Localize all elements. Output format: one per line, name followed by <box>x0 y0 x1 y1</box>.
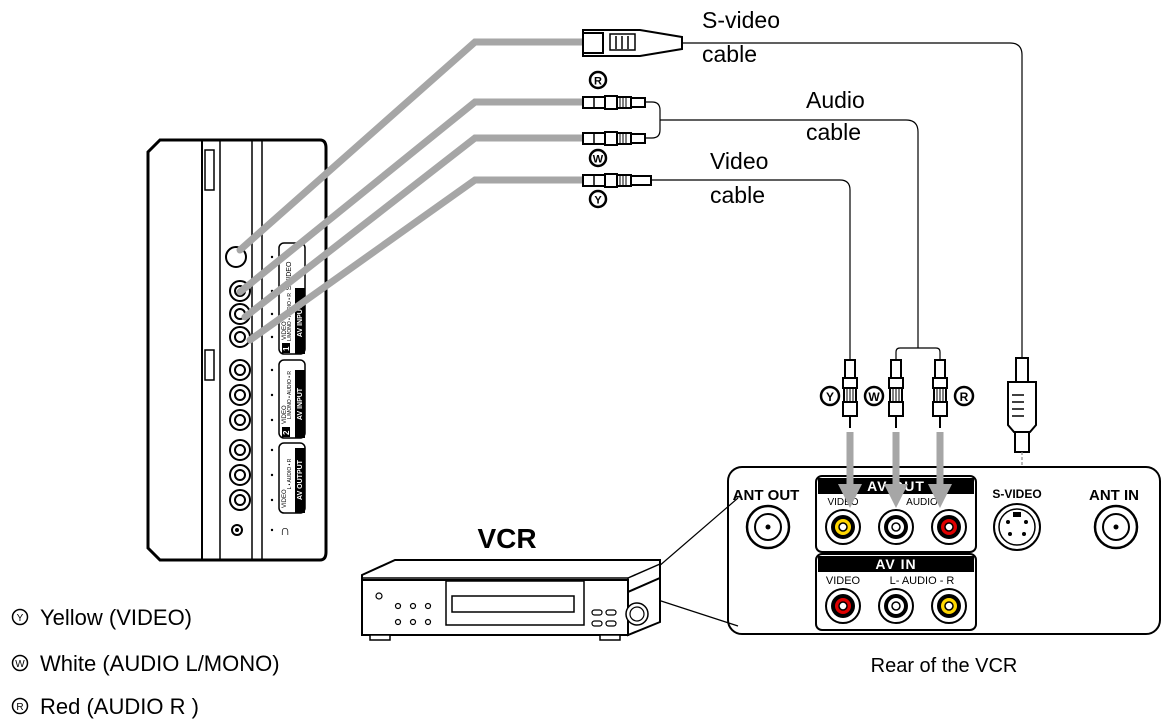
svg-text:R: R <box>960 390 969 404</box>
tv-input2-video-label: VIDEO <box>282 405 288 424</box>
tv-av-output-jacks <box>229 439 251 511</box>
connection-arrows <box>838 432 952 508</box>
svideo-plug-bottom <box>1007 357 1037 488</box>
vcr-front: VCR <box>361 497 739 641</box>
legend-marker-white <box>11 654 29 672</box>
av-out-jacks <box>825 509 967 545</box>
thin-cables <box>645 42 1023 360</box>
svg-text:Y: Y <box>17 613 24 624</box>
av-in-title: AV IN <box>875 556 916 572</box>
video-cable-label-line2: cable <box>710 182 765 208</box>
av-in-jacks <box>825 588 967 624</box>
color-legend: Y Yellow (VIDEO) W White (AUDIO L/MONO) … <box>11 605 280 719</box>
tv-cables <box>236 38 587 344</box>
av-in-audio-label: L- AUDIO - R <box>890 575 955 587</box>
tv-side-panel: ∩ S-VIDEO VIDEO L/MONO • AUDIO • R AV IN… <box>146 138 328 562</box>
svideo-plug-top <box>582 29 683 57</box>
legend-marker-red <box>11 697 29 715</box>
rca-plug-red-bottom <box>932 359 948 428</box>
cable-labels: S-video cable Audio cable Video cable <box>702 7 865 208</box>
tv-output-title: AV OUTPUT <box>297 459 304 500</box>
tv-output-video-label: VIDEO <box>282 489 288 508</box>
svideo-cable-label-line1: S-video <box>702 7 780 33</box>
av-in-video-label: VIDEO <box>826 575 861 587</box>
svg-text:Y: Y <box>826 390 834 404</box>
ant-out-label: ANT OUT <box>733 487 800 504</box>
av-out-audio-label: AUDIO <box>906 497 938 508</box>
svg-text:R: R <box>16 702 23 713</box>
svg-text:W: W <box>868 390 880 404</box>
svideo-cable-to-tv <box>236 38 587 254</box>
tv-input2-title: AV INPUT <box>297 387 304 420</box>
tv-input1-number: 1 <box>282 346 291 351</box>
yellow-cable-to-tv <box>246 176 587 344</box>
rca-plug-yellow-top <box>582 173 652 188</box>
rca-plug-white-top <box>582 95 646 110</box>
legend-marker-yellow <box>11 608 29 626</box>
tv-input1-video-label: VIDEO <box>282 321 288 340</box>
audio-cable-label-line2: cable <box>806 119 861 145</box>
tv-svideo-label: S-VIDEO <box>286 261 293 290</box>
rca-plug-red-top <box>582 131 646 146</box>
tv-input1-audio-label: L/MONO • AUDIO • R <box>287 293 293 341</box>
vcr-title: VCR <box>477 523 536 554</box>
plug-markers-bottom: Y W R <box>819 385 975 407</box>
av-out-video-label: VIDEO <box>827 497 858 508</box>
white-cable-to-tv <box>236 98 587 296</box>
tv-input1-title: AV INPUT <box>297 304 304 337</box>
tv-av-input-2-jacks <box>229 359 251 431</box>
tv-input2-number: 2 <box>282 430 291 435</box>
svg-text:Y: Y <box>594 195 602 207</box>
vcr-svideo-label: S-VIDEO <box>992 487 1041 501</box>
rear-of-vcr-caption: Rear of the VCR <box>871 655 1018 677</box>
rca-plug-yellow-bottom <box>842 359 858 428</box>
svideo-cable-label-line2: cable <box>702 41 757 67</box>
tv-output-audio-label: L • AUDIO • R <box>287 458 293 489</box>
red-cable-to-tv <box>241 134 587 321</box>
video-cable-label-line1: Video <box>710 148 768 174</box>
legend-text-red: Red (AUDIO R ) <box>40 694 199 719</box>
tv-input2-audio-label: L/MONO • AUDIO • R <box>287 371 293 419</box>
legend-text-white: White (AUDIO L/MONO) <box>40 651 280 676</box>
rca-plug-white-bottom <box>888 359 904 428</box>
plug-markers-top: R W Y <box>588 70 608 209</box>
svg-text:R: R <box>594 76 602 88</box>
audio-cable-label-line1: Audio <box>806 87 865 113</box>
legend-text-yellow: Yellow (VIDEO) <box>40 605 192 630</box>
svg-text:W: W <box>593 154 604 166</box>
svg-text:W: W <box>15 659 25 670</box>
ant-in-label: ANT IN <box>1089 487 1139 504</box>
headphone-icon: ∩ <box>280 522 290 538</box>
